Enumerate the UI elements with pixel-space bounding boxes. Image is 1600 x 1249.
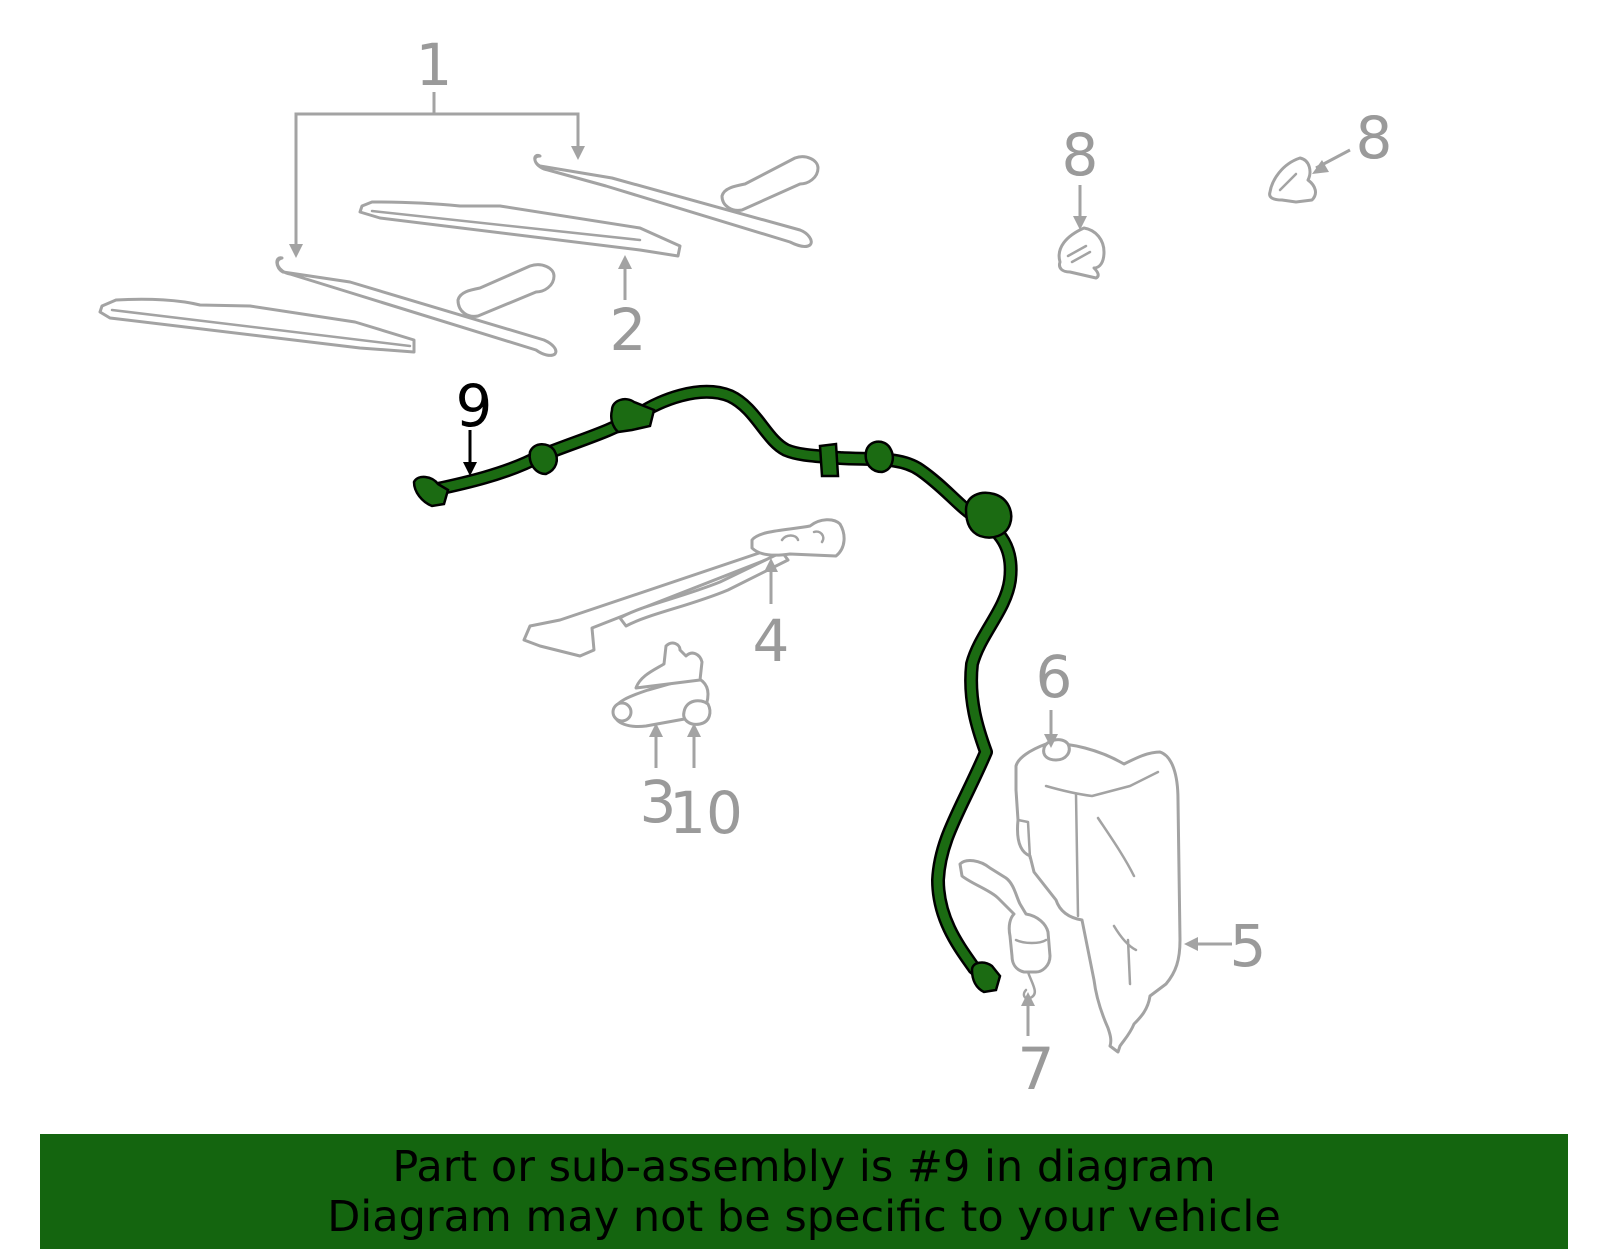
callout-3: 3 bbox=[640, 768, 677, 836]
part-3-10-washer-pump bbox=[611, 641, 712, 768]
part-5-washer-reservoir bbox=[1014, 710, 1232, 1054]
part-8-washer-nozzles bbox=[1057, 148, 1351, 280]
callout-5: 5 bbox=[1230, 912, 1267, 980]
banner-line-2: Diagram may not be specific to your vehi… bbox=[327, 1191, 1281, 1242]
part-1-wiper-arms bbox=[275, 92, 820, 357]
part-4-wiper-linkage bbox=[522, 518, 846, 658]
callout-2: 2 bbox=[610, 296, 647, 364]
banner-line-1: Part or sub-assembly is #9 in diagram bbox=[392, 1141, 1216, 1192]
part-2-wiper-blades bbox=[98, 200, 682, 354]
callout-10: 10 bbox=[669, 779, 743, 847]
callout-8-left: 8 bbox=[1062, 121, 1099, 189]
callout-4: 4 bbox=[753, 607, 790, 675]
info-banner: Part or sub-assembly is #9 in diagram Di… bbox=[40, 1134, 1568, 1249]
callout-7: 7 bbox=[1018, 1035, 1055, 1103]
callout-1: 1 bbox=[416, 31, 453, 99]
callout-6: 6 bbox=[1036, 643, 1073, 711]
callout-8-right: 8 bbox=[1356, 104, 1393, 172]
part-9-washer-hose bbox=[412, 384, 1018, 994]
callout-9: 9 bbox=[456, 372, 493, 440]
part-7-level-sensor bbox=[958, 859, 1052, 1036]
